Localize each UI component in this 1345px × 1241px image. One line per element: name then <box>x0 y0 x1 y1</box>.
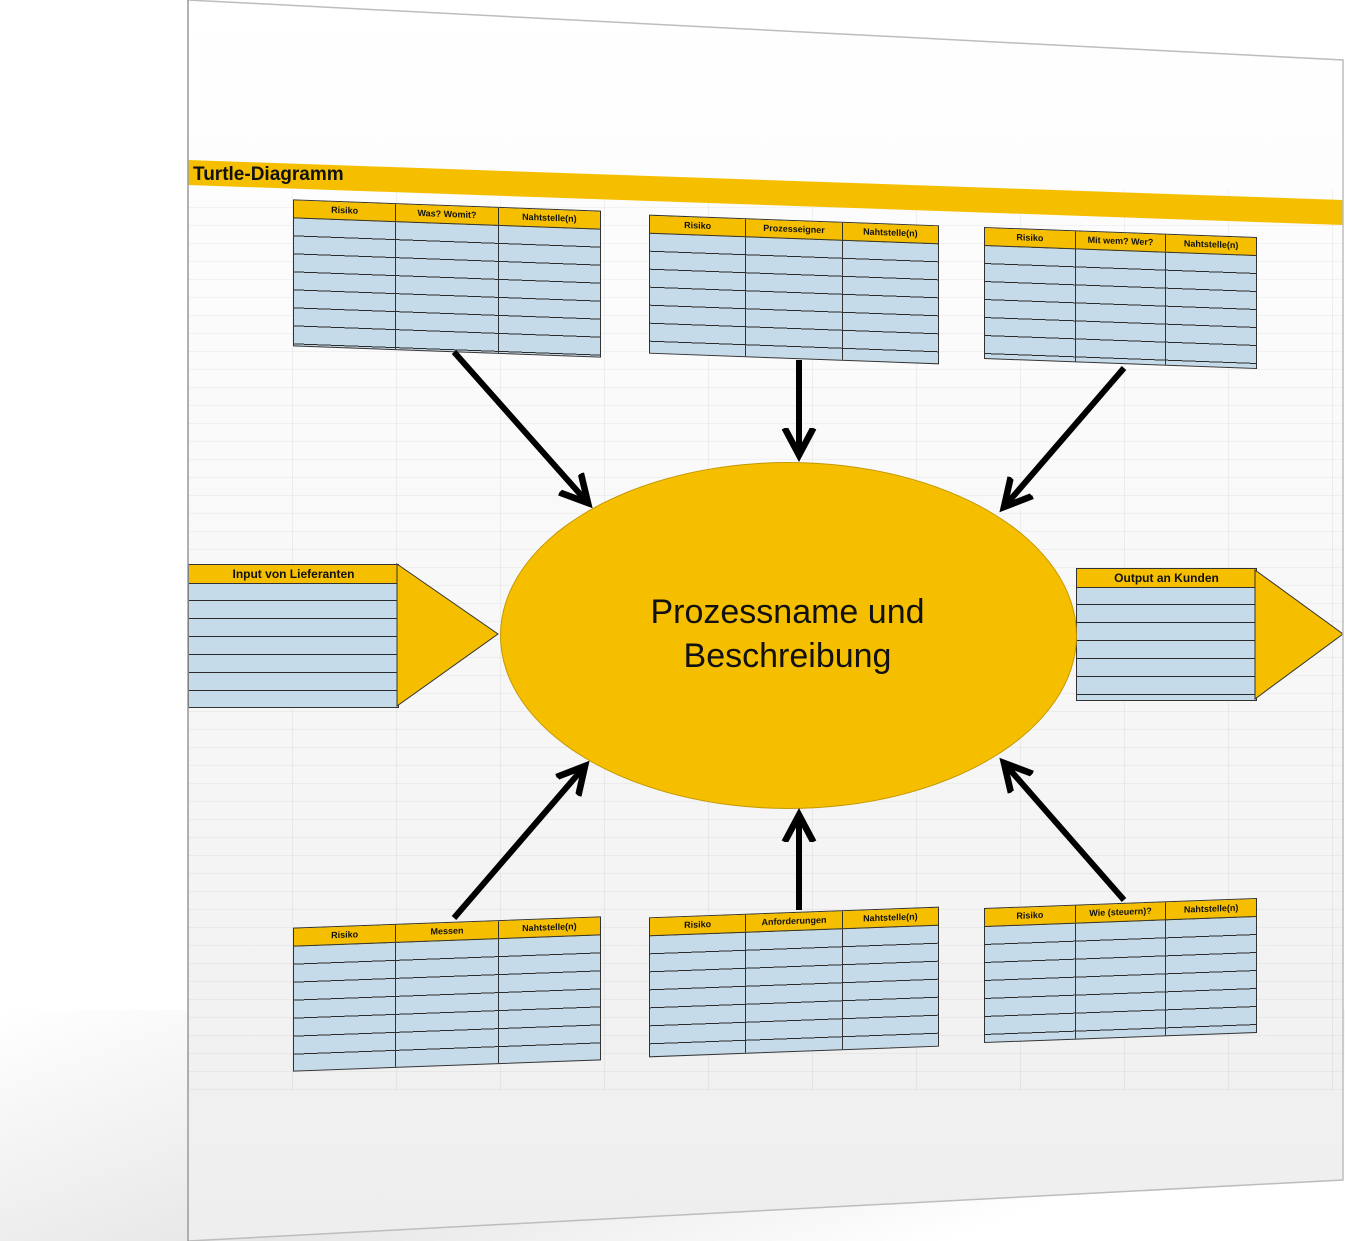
input-triangle <box>396 563 499 707</box>
process-name-line2: Beschreibung <box>683 637 892 675</box>
input-label: Input von Lieferanten <box>189 565 398 584</box>
process-name: Prozessname und Beschreibung <box>500 590 1075 678</box>
input-box: Input von Lieferanten <box>188 564 399 708</box>
output-label: Output an Kunden <box>1077 569 1256 588</box>
output-box: Output an Kunden <box>1076 568 1257 701</box>
process-name-line1: Prozessname und <box>650 593 925 631</box>
sheet-border <box>187 0 1344 1241</box>
output-triangle <box>1254 569 1344 700</box>
arrow-bottom-left <box>451 766 585 920</box>
process-ellipse <box>500 462 1077 809</box>
arrow-top-right <box>1004 366 1127 507</box>
diagram-title: Turtle-Diagramm <box>193 164 344 185</box>
arrow-bottom-right <box>1004 763 1127 902</box>
arrow-top-left <box>451 350 588 503</box>
